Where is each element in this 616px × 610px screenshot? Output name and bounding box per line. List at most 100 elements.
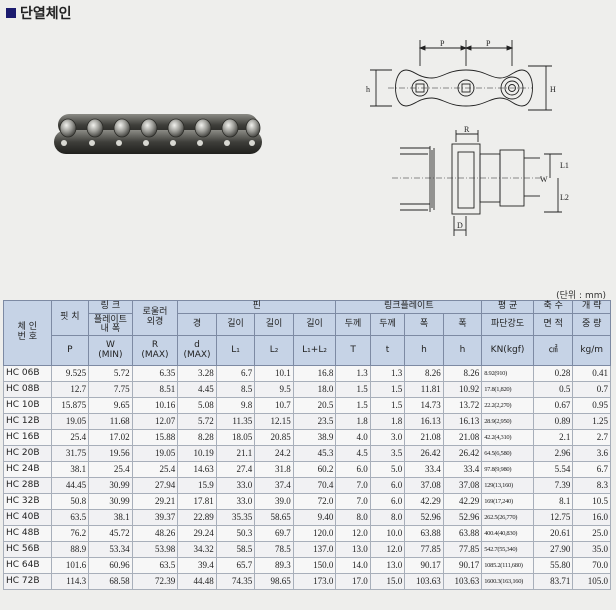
- cell-plate-t: 10.0: [369, 525, 406, 542]
- dim-label-L2: L2: [560, 193, 569, 202]
- cell-plate-H: 13.72: [442, 397, 483, 414]
- cell-plate-t: 1.3: [369, 365, 406, 382]
- cell-pin-L2: 98.65: [254, 573, 294, 590]
- chain-photo: [54, 114, 262, 154]
- cell-plate-H: 16.13: [442, 413, 483, 430]
- cell-pin-L2: 31.8: [254, 461, 294, 478]
- header-plate-h-label: 폭: [404, 313, 444, 336]
- cell-weight: 70.0: [572, 557, 611, 574]
- cell-pin-L1: 27.4: [215, 461, 256, 478]
- cell-chain-no: HC 72B: [3, 573, 52, 590]
- cell-pin-L: 120.0: [292, 525, 337, 542]
- header-link-width: 링 크: [88, 300, 133, 314]
- cell-roller-dia: 12.07: [131, 413, 179, 430]
- cell-pin-dia: 14.63: [177, 461, 217, 478]
- cell-plate-T: 1.8: [335, 413, 371, 430]
- cell-pitch: 15.875: [50, 397, 90, 414]
- cell-weight: 2.7: [572, 429, 611, 446]
- header-area-unit: ㎠: [532, 335, 574, 366]
- cell-weight: 8.3: [572, 477, 611, 494]
- cell-plate-t: 1.8: [369, 413, 406, 430]
- cell-strength: 8.92(910): [481, 365, 534, 382]
- cell-plate-t: 1.5: [369, 381, 406, 398]
- cell-pitch: 114.3: [50, 573, 90, 590]
- cell-pitch: 25.4: [50, 429, 90, 446]
- cell-plate-h: 90.17: [404, 557, 444, 574]
- header-pitch-sym: P: [50, 335, 90, 366]
- header-pin-L-label: 길이: [292, 313, 337, 336]
- cell-pin-L1: 6.7: [215, 365, 256, 382]
- cell-area: 2.1: [532, 429, 574, 446]
- cell-weight: 105.0: [572, 573, 611, 590]
- chain-dimension-drawing: P P h H R L1 W L2 D: [366, 39, 569, 236]
- cell-plate-h: 33.4: [404, 461, 444, 478]
- cell-chain-no: HC 56B: [3, 541, 52, 558]
- dim-label-R: R: [464, 125, 470, 134]
- cell-pin-L2: 9.5: [254, 381, 294, 398]
- cell-weight: 1.25: [572, 413, 611, 430]
- header-pin-L2-label: 길이: [254, 313, 294, 336]
- cell-pitch: 88.9: [50, 541, 90, 558]
- cell-pin-dia: 5.08: [177, 397, 217, 414]
- cell-inner-width: 7.75: [88, 381, 133, 398]
- header-roller-sym: R(MAX): [131, 335, 179, 366]
- cell-plate-t: 15.0: [369, 573, 406, 590]
- cell-chain-no: HC 48B: [3, 525, 52, 542]
- header-pin-d-label: 경: [177, 313, 217, 336]
- cell-pin-L: 45.3: [292, 445, 337, 462]
- header-weight-sub: 중 량: [572, 313, 611, 336]
- cell-chain-no: HC 20B: [3, 445, 52, 462]
- cell-roller-dia: 19.05: [131, 445, 179, 462]
- cell-plate-T: 17.0: [335, 573, 371, 590]
- cell-pin-L1: 18.05: [215, 429, 256, 446]
- cell-area: 0.89: [532, 413, 574, 430]
- cell-area: 0.67: [532, 397, 574, 414]
- cell-pin-L2: 58.65: [254, 509, 294, 526]
- cell-pitch: 12.7: [50, 381, 90, 398]
- cell-strength: 1600.3(163,160): [481, 573, 534, 590]
- header-strength-unit: KN(kgf): [481, 335, 534, 366]
- cell-strength: 169(17,240): [481, 493, 534, 510]
- header-pin-L1-label: 길이: [215, 313, 256, 336]
- cell-pin-dia: 44.48: [177, 573, 217, 590]
- cell-inner-width: 45.72: [88, 525, 133, 542]
- cell-plate-H: 10.92: [442, 381, 483, 398]
- dim-label-L1: L1: [560, 161, 569, 170]
- header-plate-T-label: 두께: [335, 313, 371, 336]
- cell-strength: 400.4(40,830): [481, 525, 534, 542]
- header-plate-t-label: 두께: [369, 313, 406, 336]
- cell-inner-width: 17.02: [88, 429, 133, 446]
- header-link-sym: W(MIN): [88, 335, 133, 366]
- cell-chain-no: HC 08B: [3, 381, 52, 398]
- cell-pin-dia: 4.45: [177, 381, 217, 398]
- cell-plate-t: 13.0: [369, 557, 406, 574]
- cell-pin-dia: 34.32: [177, 541, 217, 558]
- dim-label-W: W: [540, 175, 548, 184]
- cell-pin-dia: 3.28: [177, 365, 217, 382]
- cell-chain-no: HC 24B: [3, 461, 52, 478]
- cell-plate-h: 8.26: [404, 365, 444, 382]
- cell-pin-L1: 9.8: [215, 397, 256, 414]
- cell-weight: 3.6: [572, 445, 611, 462]
- cell-pitch: 63.5: [50, 509, 90, 526]
- header-plate-H-sym: h: [442, 335, 483, 366]
- cell-pitch: 101.6: [50, 557, 90, 574]
- cell-pin-L2: 10.7: [254, 397, 294, 414]
- cell-roller-dia: 53.98: [131, 541, 179, 558]
- cell-pin-L: 150.0: [292, 557, 337, 574]
- cell-plate-T: 6.0: [335, 461, 371, 478]
- cell-plate-t: 6.0: [369, 493, 406, 510]
- cell-inner-width: 30.99: [88, 493, 133, 510]
- header-plate-h-sym: h: [404, 335, 444, 366]
- cell-inner-width: 30.99: [88, 477, 133, 494]
- cell-pin-L1: 58.5: [215, 541, 256, 558]
- cell-weight: 35.0: [572, 541, 611, 558]
- cell-inner-width: 19.56: [88, 445, 133, 462]
- dim-label-D: D: [457, 221, 463, 230]
- cell-chain-no: HC 32B: [3, 493, 52, 510]
